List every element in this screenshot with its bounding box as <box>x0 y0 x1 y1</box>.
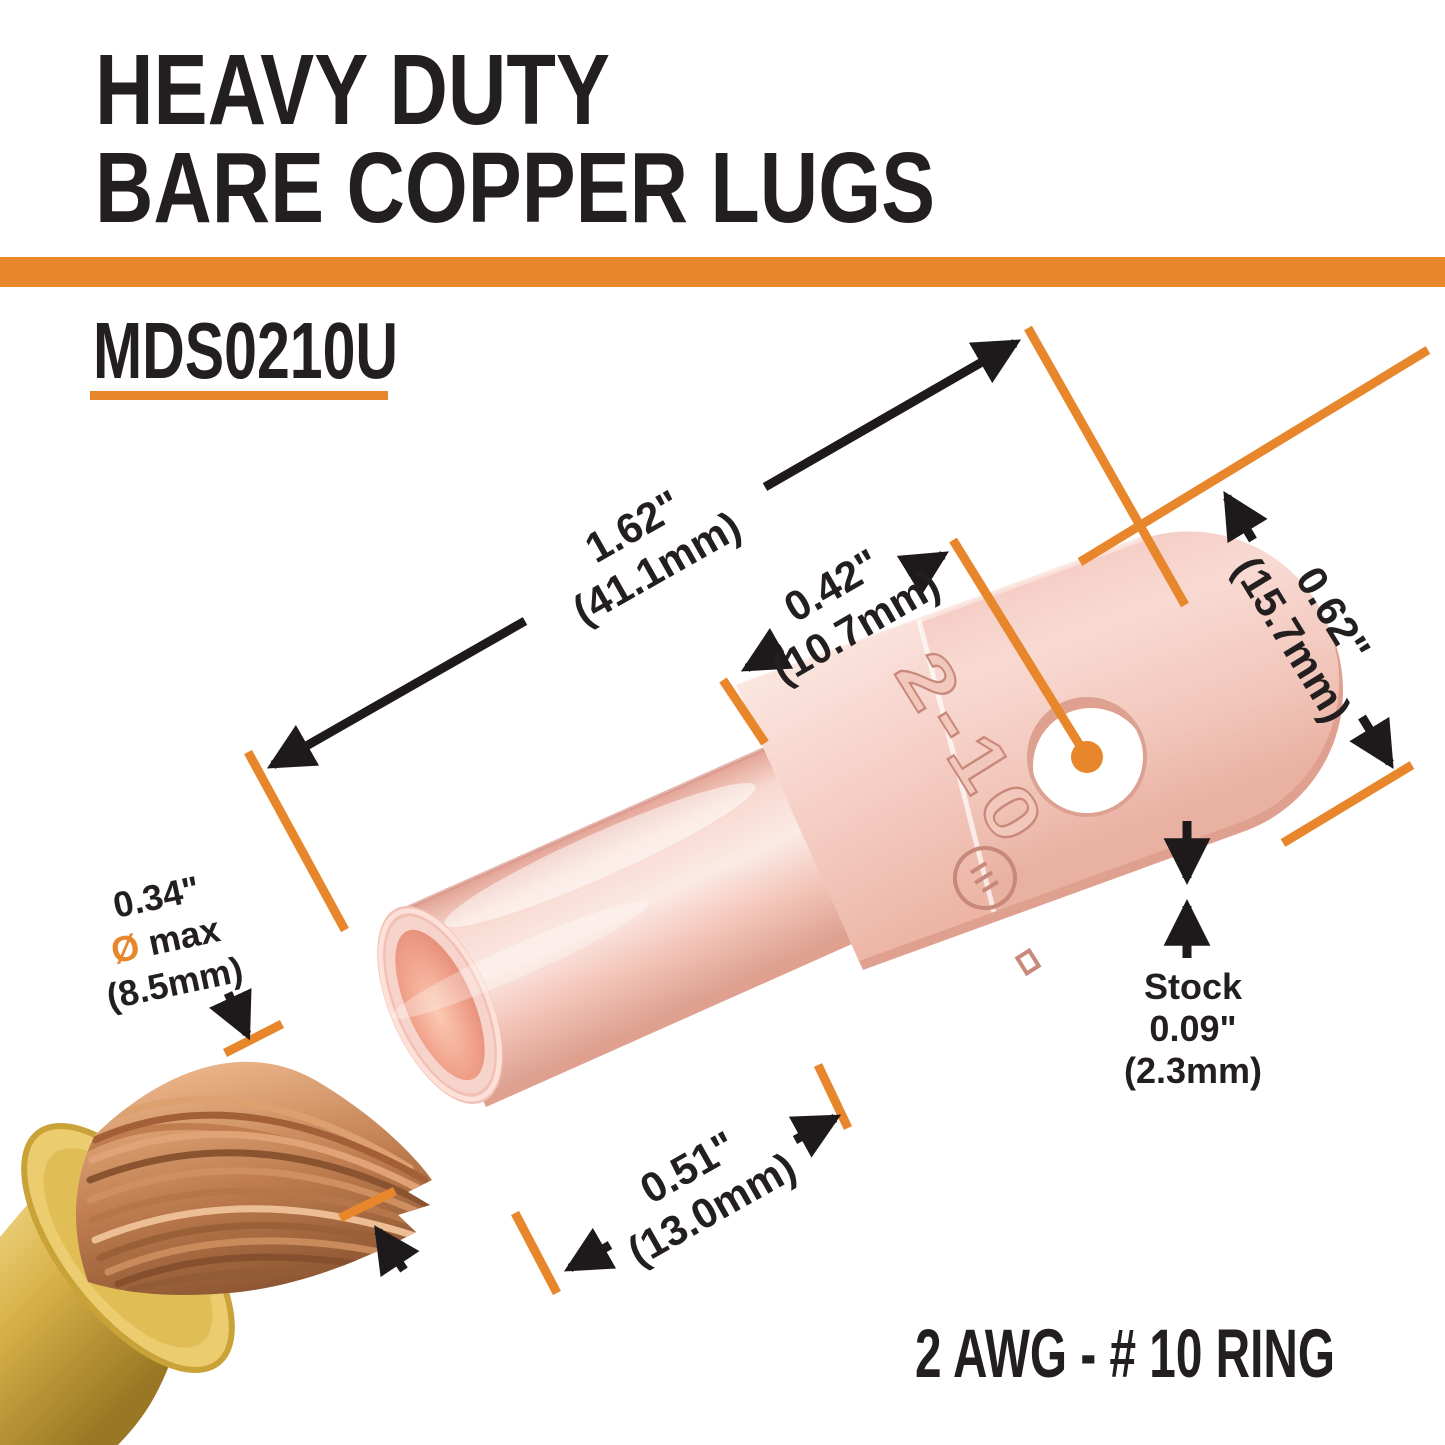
barrel-mouth <box>377 906 503 1104</box>
model-underline <box>90 391 388 400</box>
page-title-line2: BARE COPPER LUGS <box>95 132 935 244</box>
barrel-tick-right <box>813 1063 853 1130</box>
gauge-spec: 2 AWG - # 10 RING <box>915 1315 1335 1392</box>
crimp-ridge <box>916 619 997 913</box>
overall-length-arrow-right <box>762 339 1022 491</box>
ring-width-tick-lower <box>1280 761 1415 847</box>
lug-barrel <box>398 749 848 1098</box>
pad-length-arrow-left <box>740 627 794 672</box>
copper-lug-illustration: 2-10 <box>377 531 1344 1107</box>
stock-thickness-label: Stock 0.09" (2.3mm) <box>1124 966 1262 1091</box>
barrel-tick-left <box>511 1210 561 1296</box>
page-title-line1: HEAVY DUTY <box>95 34 610 146</box>
barrel-length-arrow-left <box>563 1227 617 1272</box>
certification-logo <box>953 846 1017 910</box>
length-tick-left <box>244 749 349 933</box>
stock-label: Stock <box>1144 966 1243 1007</box>
accent-bar <box>0 257 1445 287</box>
wire-dia-arrow-down <box>209 988 252 1041</box>
hole-center-leader <box>949 537 1091 760</box>
copper-strand-lines <box>84 1096 432 1294</box>
barrel-highlight <box>444 782 756 928</box>
overall-length-arrow-left <box>266 617 528 769</box>
ring-width-tick-upper <box>1077 346 1431 566</box>
hole-center-dot <box>1071 741 1103 773</box>
model-number: MDS0210U <box>93 306 398 395</box>
wire-dia-arrow-up <box>374 1225 420 1278</box>
dimension-arrows <box>209 339 1394 1278</box>
pad-length-arrow-right <box>896 551 949 596</box>
wire-illustration <box>0 1061 432 1445</box>
barrel-length-arrow-right <box>788 1114 842 1158</box>
ring-width-arrow-lower <box>1349 714 1394 769</box>
length-tick-right <box>1024 325 1189 608</box>
registered-mark <box>1014 947 1042 977</box>
wire-dia-tick-upper <box>222 1019 285 1058</box>
stock-metric: (2.3mm) <box>1124 1050 1262 1091</box>
wire-dia-tick-lower <box>338 1186 397 1223</box>
dimension-extension-lines <box>222 325 1431 1296</box>
stud-hole-rim <box>1027 697 1147 817</box>
header: HEAVY DUTY BARE COPPER LUGS MDS0210U <box>0 34 1445 400</box>
ring-width-arrow-upper <box>1223 490 1268 544</box>
barrel-highlight-2 <box>391 901 649 1019</box>
stock-inches: 0.09" <box>1149 1008 1236 1049</box>
pad-tick-left <box>719 677 769 746</box>
barrel-top-edge <box>397 747 765 914</box>
crimp-facet <box>737 620 994 961</box>
